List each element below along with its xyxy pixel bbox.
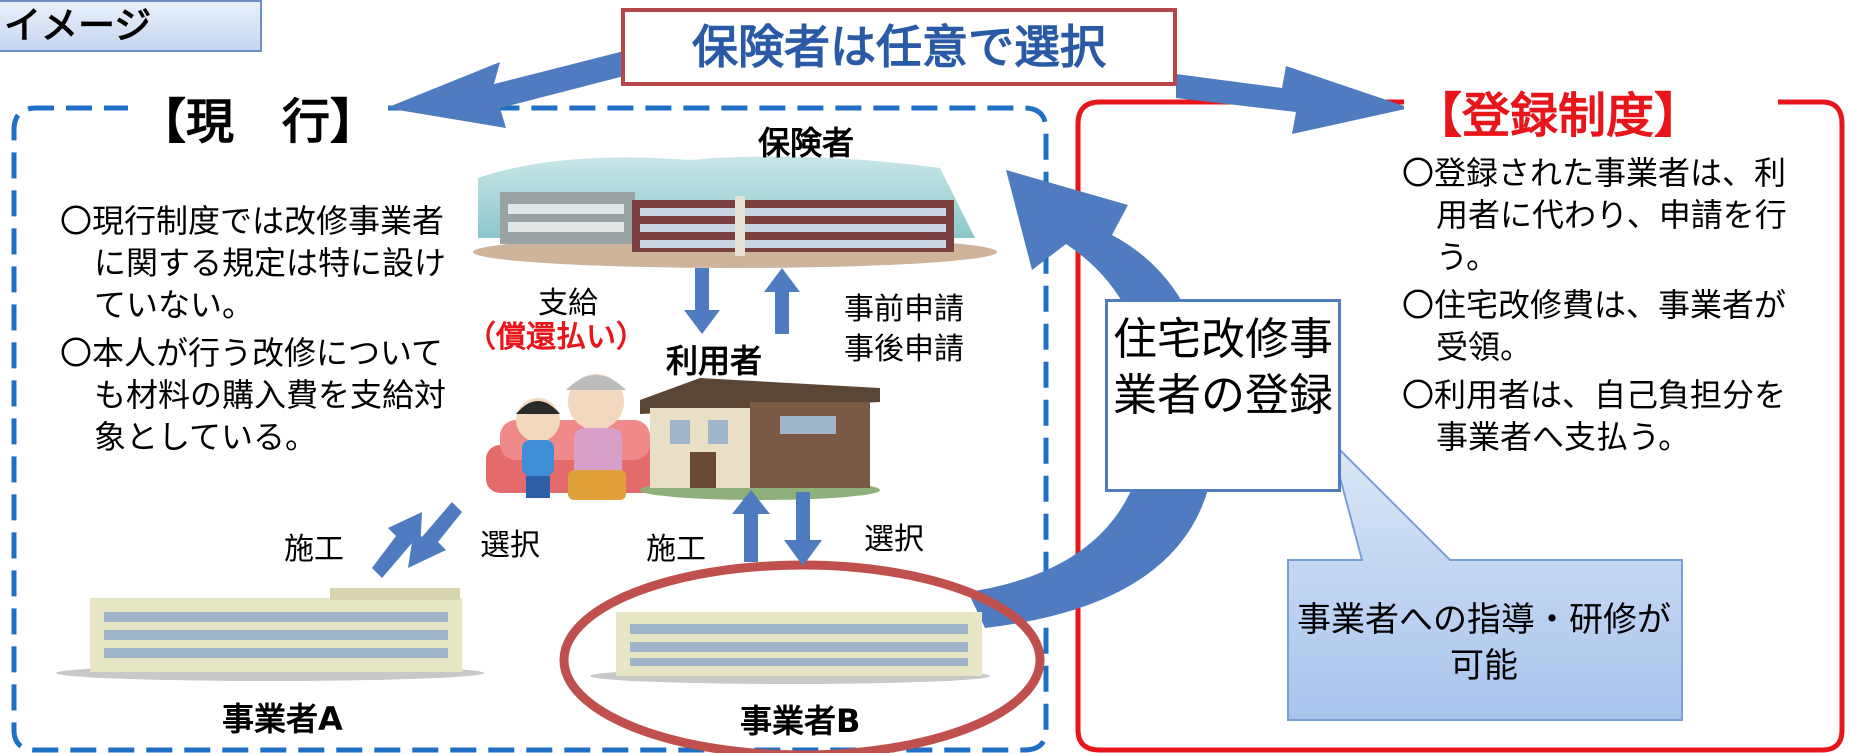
apply-before-label: 事前申請: [844, 292, 964, 327]
insurer-user-arrows: [684, 268, 800, 334]
select-a-label: 選択: [480, 528, 540, 563]
current-system-frame: [11, 105, 1049, 753]
registration-curve-arrow: [968, 170, 1216, 628]
payment-arrow: [684, 268, 720, 334]
right-choice-arrow: [1176, 66, 1410, 134]
payment-note: （償還払い）: [466, 320, 646, 355]
business-b-highlight-oval: [559, 560, 1045, 753]
current-description: 〇現行制度では改修事業者に関する規定は特に設けていない。 〇本人が行う改修につい…: [60, 200, 460, 458]
select-b-arrow: [784, 492, 822, 566]
construct-b-label: 施工: [646, 532, 706, 567]
registration-box: 住宅改修事業者の登録: [1105, 299, 1341, 492]
business-a-label: 事業者A: [222, 700, 343, 738]
current-heading: 【現 行】: [128, 82, 389, 152]
registration-description: 〇登録された事業者は、利用者に代わり、申請を行う。 〇住宅改修費は、事業者が受領…: [1402, 152, 1812, 458]
construct-b-arrow: [732, 490, 770, 562]
image-tag: イメージ: [0, 0, 262, 52]
payment-label: 支給: [538, 286, 598, 321]
insurer-building-illustration: [473, 156, 997, 268]
user-family-illustration: [486, 374, 664, 500]
select-b-label: 選択: [864, 522, 924, 557]
user-business-a-arrows: [372, 502, 462, 578]
callout-bubble: [1287, 436, 1683, 721]
current-line-2: 〇本人が行う改修についても材料の購入費を支給対象としている。: [60, 334, 447, 456]
application-arrow: [764, 268, 800, 334]
construct-a-label: 施工: [284, 532, 344, 567]
user-house-illustration: [640, 378, 880, 500]
registration-frame: [1075, 99, 1845, 753]
select-a-arrow: [408, 502, 462, 568]
insurer-label: 保険者: [758, 124, 855, 162]
user-business-b-arrows: [732, 490, 822, 566]
registration-line-3: 〇利用者は、自己負担分を事業者へ支払う。: [1402, 376, 1787, 456]
apply-after-label: 事後申請: [844, 332, 964, 367]
left-choice-arrow: [386, 50, 632, 128]
registration-line-1: 〇登録された事業者は、利用者に代わり、申請を行う。: [1402, 154, 1787, 276]
registration-heading: 【登録制度】: [1404, 76, 1713, 146]
construct-a-arrow: [372, 512, 422, 578]
choice-title: 保険者は任意で選択: [621, 8, 1177, 86]
registration-line-2: 〇住宅改修費は、事業者が受領。: [1402, 286, 1787, 366]
current-line-1: 〇現行制度では改修事業者に関する規定は特に設けていない。: [60, 202, 447, 324]
callout-text: 事業者への指導・研修が可能: [1297, 600, 1671, 686]
business-b-building-illustration: [590, 612, 990, 684]
user-label: 利用者: [666, 342, 763, 380]
business-b-label: 事業者B: [740, 702, 861, 740]
business-a-building-illustration: [56, 588, 484, 681]
